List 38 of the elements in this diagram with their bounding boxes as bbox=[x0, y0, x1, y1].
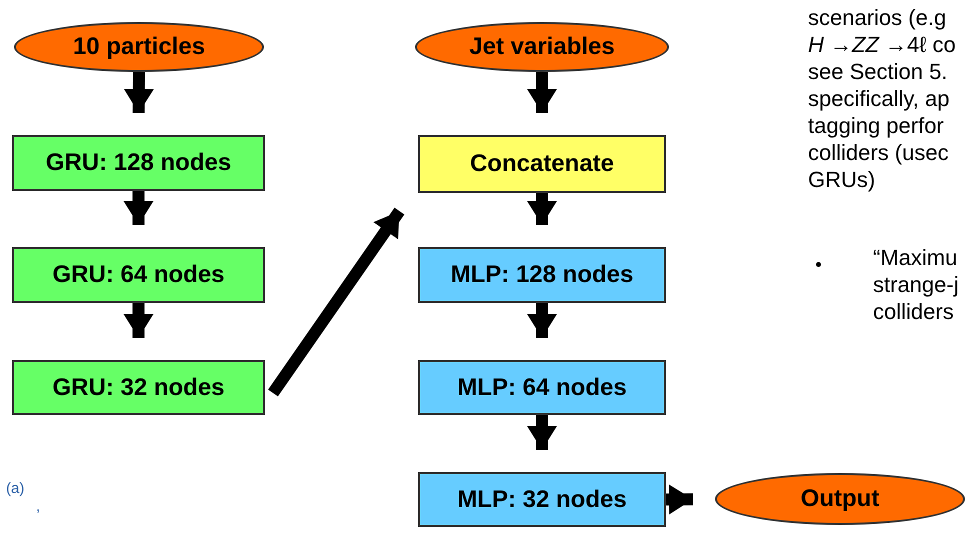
node-label: GRU: 64 nodes bbox=[52, 260, 225, 290]
block-arrow bbox=[124, 72, 154, 114]
body-text: colliders (usec bbox=[808, 139, 949, 166]
node-label: GRU: 32 nodes bbox=[52, 372, 225, 402]
node-label: Jet variables bbox=[469, 32, 615, 62]
node-label: MLP: 128 nodes bbox=[450, 260, 634, 290]
node-label: MLP: 32 nodes bbox=[457, 484, 627, 514]
layer-box bbox=[12, 135, 265, 191]
body-text: H →ZZ →4ℓ co bbox=[808, 31, 956, 58]
node-label: Output bbox=[800, 484, 880, 514]
node-label: MLP: 64 nodes bbox=[457, 372, 627, 402]
figure-label: (a) bbox=[6, 479, 24, 499]
layer-box bbox=[12, 247, 265, 303]
block-arrow bbox=[124, 303, 154, 338]
body-text: tagging perfor bbox=[808, 112, 944, 139]
block-arrow bbox=[527, 415, 557, 450]
block-arrow bbox=[527, 72, 557, 113]
layer-box bbox=[418, 247, 666, 303]
block-arrow bbox=[268, 208, 404, 396]
block-arrow bbox=[124, 191, 154, 225]
layer-box bbox=[418, 360, 666, 415]
body-text: “Maximu bbox=[873, 244, 958, 271]
layer-box bbox=[418, 472, 666, 527]
layer-box bbox=[418, 135, 666, 193]
block-arrow bbox=[527, 193, 557, 225]
body-text: scenarios (e.g bbox=[808, 4, 946, 31]
body-text: see Section 5. bbox=[808, 58, 948, 85]
body-text: strange-j bbox=[873, 271, 959, 298]
figure-label: , bbox=[36, 497, 40, 517]
layer-box bbox=[12, 360, 265, 415]
block-arrow bbox=[666, 484, 694, 514]
body-text: specifically, ap bbox=[808, 85, 950, 112]
node-label: 10 particles bbox=[72, 32, 206, 62]
node-label: Concatenate bbox=[470, 149, 614, 179]
body-text: GRUs) bbox=[808, 166, 876, 193]
block-arrow bbox=[527, 303, 557, 338]
body-text: colliders bbox=[873, 298, 954, 325]
node-label: GRU: 128 nodes bbox=[46, 148, 232, 178]
